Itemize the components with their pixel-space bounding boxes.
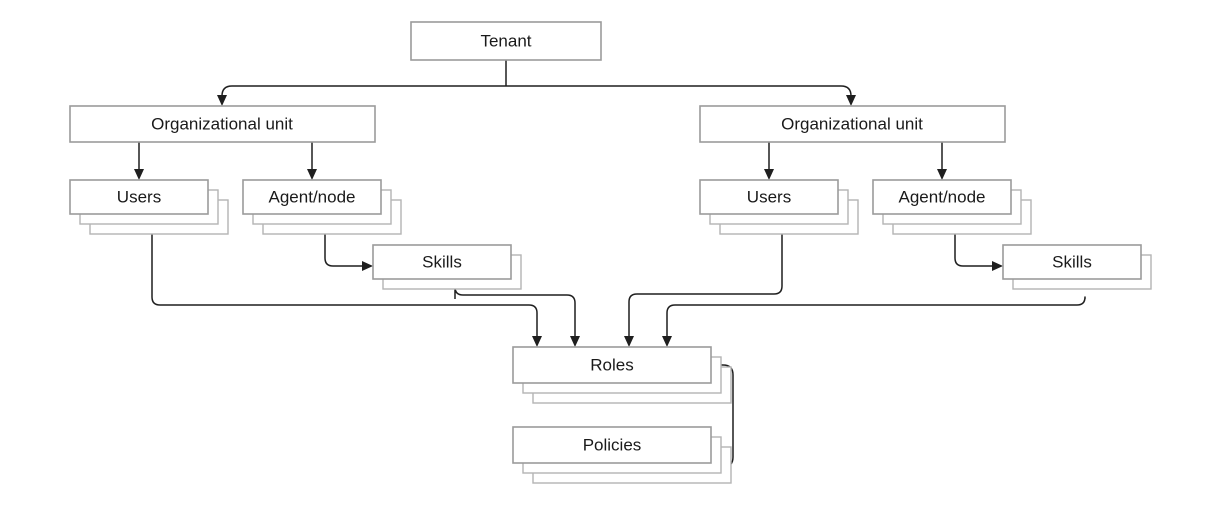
node-organizational-unit-right-label: Organizational unit <box>781 114 923 133</box>
edge-ou-right-to-users-right <box>764 142 774 180</box>
node-users-right[interactable]: Users <box>699 179 859 235</box>
node-skills-right-label: Skills <box>1052 252 1092 271</box>
node-users-left[interactable]: Users <box>69 179 229 235</box>
edge-ou-left-to-agent-left <box>307 142 317 180</box>
node-roles[interactable]: Roles <box>512 346 732 404</box>
edge-tenant-to-ou-right <box>506 85 856 106</box>
node-tenant[interactable]: Tenant <box>410 21 602 61</box>
edge-agent-left-to-skills-left <box>324 234 373 271</box>
edge-agent-right-to-skills-right <box>954 234 1003 271</box>
edge-tenant-to-ou-left <box>217 60 507 106</box>
node-users-left-label: Users <box>117 187 161 206</box>
node-organizational-unit-right[interactable]: Organizational unit <box>699 105 1006 143</box>
edge-users-left-to-roles <box>151 234 542 347</box>
edge-layer <box>134 60 1086 472</box>
node-tenant-label: Tenant <box>480 31 531 50</box>
node-agent-node-left-label: Agent/node <box>269 187 356 206</box>
node-users-right-label: Users <box>747 187 791 206</box>
node-roles-label: Roles <box>590 355 633 374</box>
edge-ou-right-to-agent-right <box>937 142 947 180</box>
node-skills-left[interactable]: Skills <box>372 244 522 290</box>
edge-skills-right-to-roles <box>662 296 1086 347</box>
node-organizational-unit-left-label: Organizational unit <box>151 114 293 133</box>
node-agent-node-left[interactable]: Agent/node <box>242 179 402 235</box>
node-skills-right[interactable]: Skills <box>1002 244 1152 290</box>
node-policies-label: Policies <box>583 435 642 454</box>
node-organizational-unit-left[interactable]: Organizational unit <box>69 105 376 143</box>
edge-users-right-to-roles <box>624 234 783 347</box>
node-policies[interactable]: Policies <box>512 426 732 484</box>
node-skills-left-label: Skills <box>422 252 462 271</box>
edge-ou-left-to-users-left <box>134 142 144 180</box>
edge-skills-left-to-roles <box>454 286 580 347</box>
node-agent-node-right[interactable]: Agent/node <box>872 179 1032 235</box>
node-agent-node-right-label: Agent/node <box>899 187 986 206</box>
